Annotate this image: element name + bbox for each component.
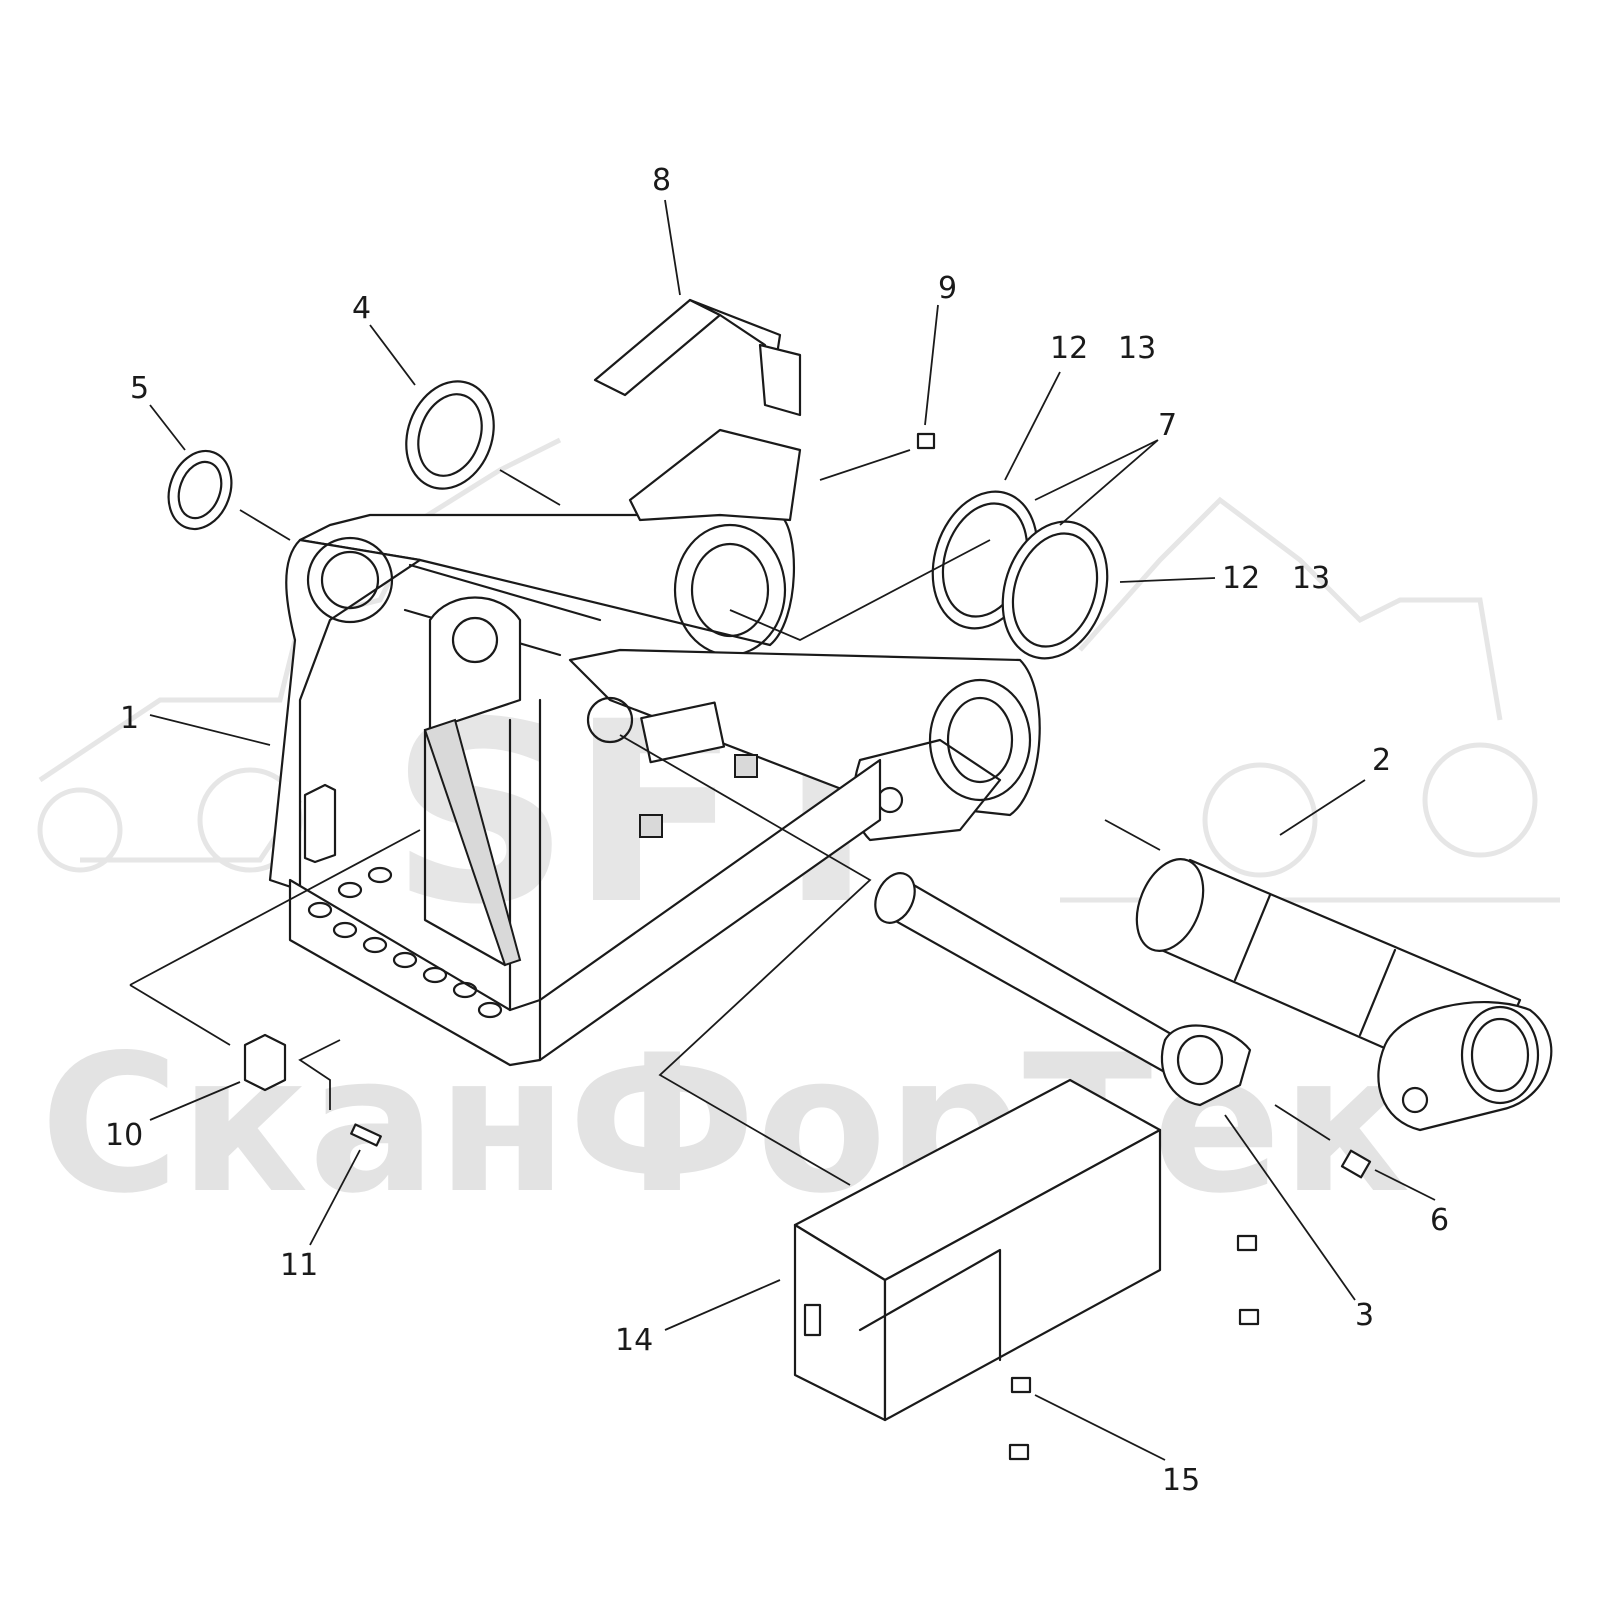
part-1-main-frame — [268, 513, 1041, 1067]
part-11-bolt — [350, 1123, 382, 1147]
callout-3: 3 — [1355, 1298, 1374, 1333]
callout-9: 9 — [938, 271, 957, 306]
part-5-ring-nut — [167, 449, 233, 531]
part-10-clip — [243, 1033, 287, 1092]
part-3-small-pin — [874, 872, 1252, 1107]
callout-leaders — [149, 199, 1436, 1461]
callout-4: 4 — [352, 291, 371, 326]
assembly-lines — [129, 449, 1331, 1186]
part-9-screw — [916, 432, 936, 450]
callout-15: 15 — [1162, 1463, 1200, 1498]
base-holes — [307, 866, 503, 1019]
part-8-bracket — [593, 298, 802, 522]
callout-12-right: 12 — [1222, 561, 1260, 596]
callout-7: 7 — [1158, 408, 1177, 443]
callout-13-right: 13 — [1292, 561, 1330, 596]
callout-11: 11 — [280, 1248, 318, 1283]
part-7-seal-rings — [931, 490, 1109, 660]
callout-10: 10 — [105, 1118, 143, 1153]
callout-6: 6 — [1430, 1203, 1449, 1238]
part-14-box-bracket — [793, 1078, 1162, 1422]
callout-8: 8 — [652, 163, 671, 198]
callout-2: 2 — [1372, 743, 1391, 778]
callout-14: 14 — [615, 1323, 653, 1358]
part-6-bolt — [1340, 1149, 1372, 1179]
part-15-bolts — [1008, 1234, 1260, 1461]
callout-12-top: 12 — [1050, 331, 1088, 366]
callouts: 1 2 3 4 5 6 7 8 9 10 11 12 13 12 13 14 1… — [105, 163, 1449, 1498]
part-2-large-pin — [1135, 857, 1553, 1132]
callout-1: 1 — [120, 701, 139, 736]
callout-5: 5 — [130, 371, 149, 406]
callout-13-top: 13 — [1118, 331, 1156, 366]
part-4-ring-nut — [405, 380, 495, 490]
